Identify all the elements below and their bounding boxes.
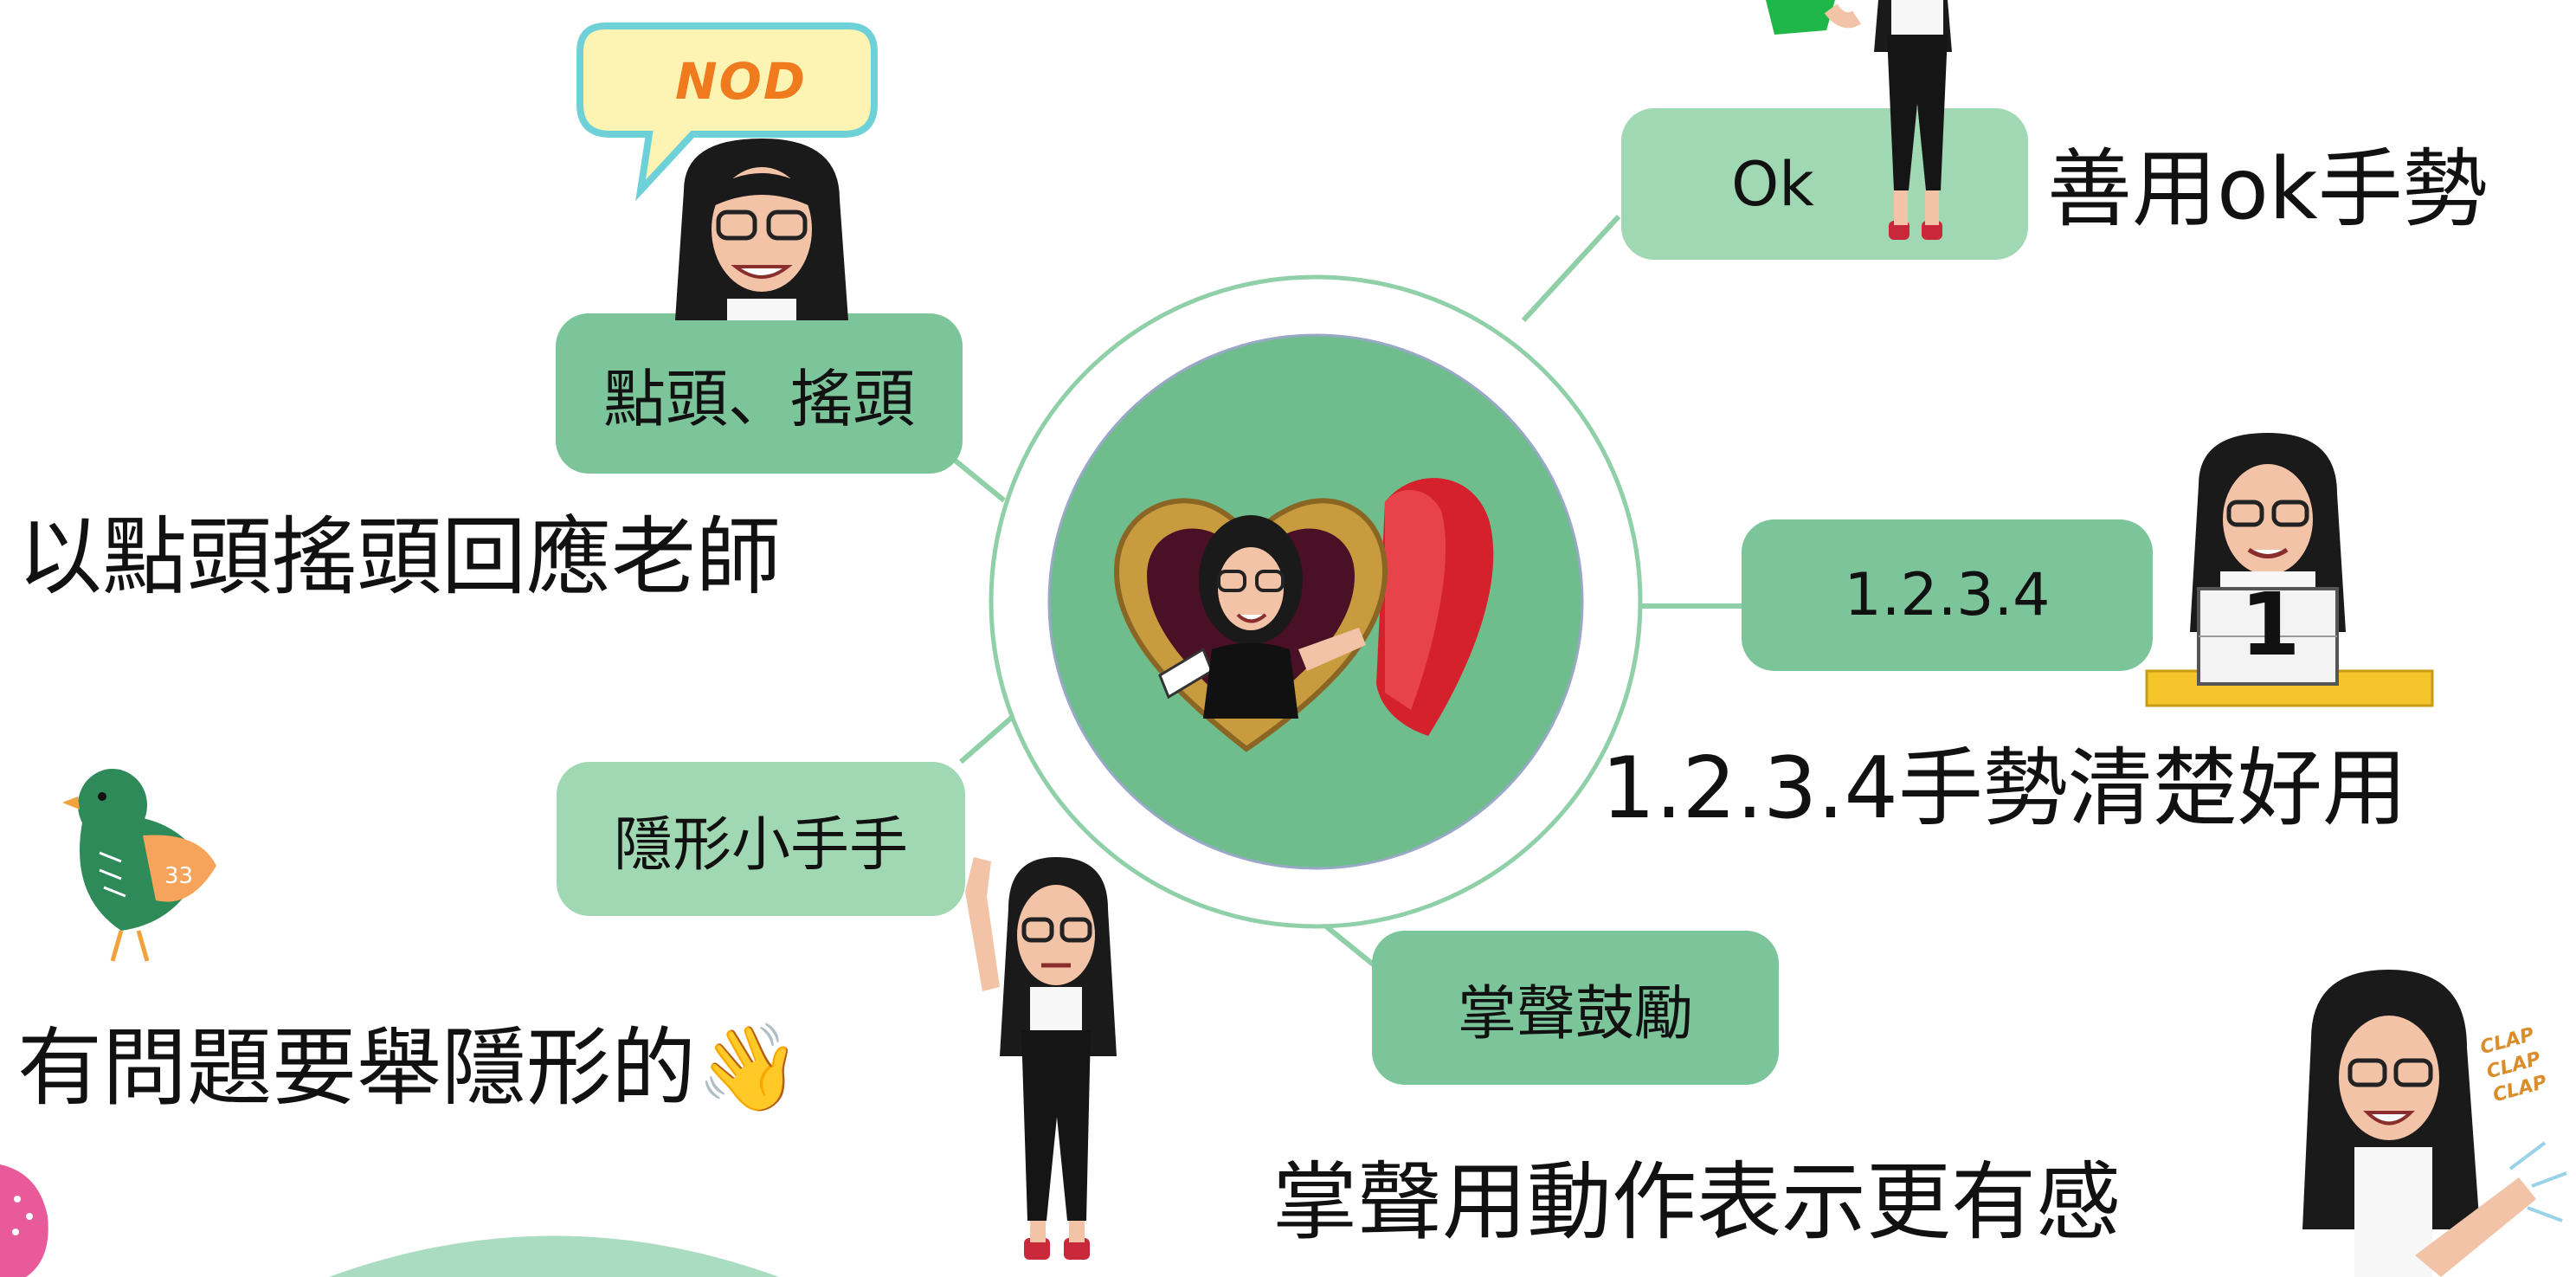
node-nod-label: 點頭、搖頭: [602, 363, 915, 435]
nod-speech-bubble-icon: [576, 23, 878, 202]
node-clap: 掌聲鼓勵: [1372, 931, 1779, 1085]
caption-numbers: 1.2.3.4手勢清楚好用: [1601, 739, 2407, 838]
connector-invisible: [959, 713, 1016, 764]
node-invisible: 隱形小手手: [557, 762, 965, 916]
node-ok-label: Ok: [1731, 148, 1814, 220]
pink-blob-decoration: [0, 1164, 48, 1277]
connector-nod: [946, 452, 1006, 503]
svg-text:33: 33: [164, 863, 193, 889]
caption-nod: 以點頭搖頭回應老師: [17, 508, 782, 607]
avatar-raise-hand-icon: [965, 857, 1117, 1260]
connector-ok: [1521, 214, 1621, 323]
caption-ok: 善用ok手勢: [2047, 140, 2488, 239]
nod-bubble-text: NOD: [675, 52, 807, 111]
avatar-ok-icon: [1766, 0, 1952, 240]
node-numbers: 1.2.3.4: [1742, 519, 2153, 671]
node-clap-label: 掌聲鼓勵: [1457, 979, 1693, 1048]
heart-door-avatar-icon: [1113, 478, 1494, 752]
caption-clap: 掌聲用動作表示更有感: [1272, 1153, 2122, 1252]
number-card-text: 1: [2240, 574, 2301, 675]
node-numbers-label: 1.2.3.4: [1844, 561, 2051, 629]
bird-icon: 33: [62, 769, 216, 962]
green-arc-decoration: [329, 1235, 779, 1277]
avatar-number-icon: [2145, 433, 2434, 707]
avatar-clap-icon: [2302, 970, 2567, 1277]
node-ok: Ok: [1621, 108, 2028, 260]
node-invisible-label: 隱形小手手: [613, 810, 908, 880]
caption-invisible: 有問題要舉隱形的👋: [17, 1019, 802, 1118]
node-nod: 點頭、搖頭: [556, 313, 963, 474]
avatar-nod-icon: [675, 139, 848, 320]
